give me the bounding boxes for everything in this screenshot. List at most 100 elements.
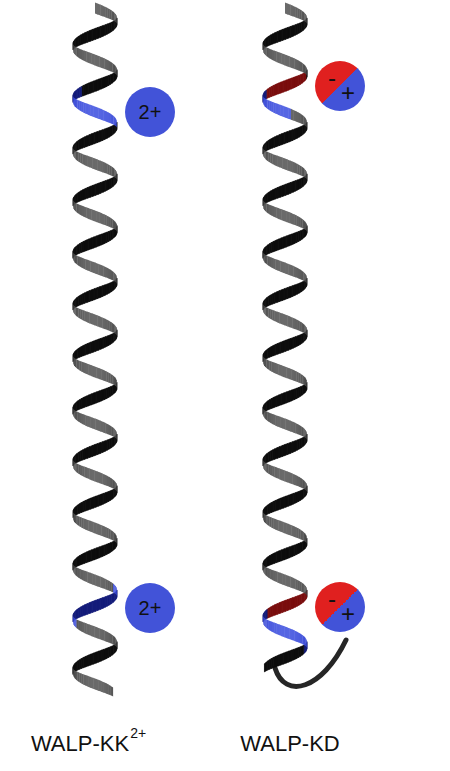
helix-ribbon-segment bbox=[92, 469, 95, 481]
helix-ribbon-segment bbox=[93, 678, 96, 690]
helix-ribbon-segment bbox=[110, 374, 112, 384]
helix-ribbon-segment bbox=[93, 262, 96, 274]
helix-ribbon-segment bbox=[111, 62, 113, 72]
helix-ribbon-segment bbox=[293, 162, 296, 174]
helix-ribbon-segment bbox=[106, 371, 109, 382]
helix-ribbon-segment bbox=[116, 121, 117, 129]
helix-ribbon-segment bbox=[84, 467, 87, 479]
helix-ribbon-segment bbox=[306, 68, 307, 76]
helix-ribbon-segment bbox=[304, 480, 305, 489]
helix-ribbon-segment bbox=[301, 10, 303, 20]
helix-ribbon-segment bbox=[286, 523, 289, 535]
helix-ribbon-segment bbox=[116, 327, 118, 335]
charge-superscript: 2+ bbox=[130, 726, 146, 740]
helix-ribbon-segment bbox=[109, 321, 111, 332]
helix-ribbon-segment bbox=[288, 576, 291, 588]
helix-ribbon-segment bbox=[303, 635, 305, 645]
helix-ribbon-segment bbox=[115, 326, 117, 335]
helix-ribbon-segment bbox=[290, 316, 293, 328]
helix-ribbon-segment bbox=[96, 107, 99, 119]
helix-ribbon-segment bbox=[300, 581, 302, 592]
helix-ribbon-segment bbox=[99, 368, 102, 380]
helix-ribbon-segment bbox=[112, 426, 114, 436]
helix-ribbon-segment bbox=[87, 572, 90, 584]
helix-ribbon-segment bbox=[113, 272, 115, 282]
helix-ribbon-segment bbox=[86, 207, 89, 219]
helix-ribbon-segment bbox=[284, 366, 287, 378]
charge-text: + bbox=[341, 602, 355, 626]
helix-ribbon-segment bbox=[94, 366, 97, 378]
helix-ribbon-segment bbox=[301, 166, 303, 176]
helix-ribbon-segment bbox=[300, 9, 302, 20]
helix-ribbon-segment bbox=[80, 205, 82, 216]
helix-ribbon-segment bbox=[85, 259, 88, 271]
helix-ribbon-segment bbox=[305, 326, 307, 335]
helix-ribbon-segment bbox=[116, 589, 117, 597]
helix-ribbon-segment bbox=[111, 218, 113, 228]
helix-ribbon-segment bbox=[292, 213, 295, 225]
helix-ribbon-segment bbox=[282, 157, 285, 169]
helix-ribbon-segment bbox=[303, 12, 305, 22]
helix-ribbon-segment bbox=[287, 55, 290, 67]
helix-ribbon-segment bbox=[86, 51, 89, 63]
helix-ribbon-segment bbox=[278, 364, 281, 376]
helix-ribbon-segment bbox=[108, 528, 110, 539]
helix-ribbon-segment bbox=[90, 261, 93, 273]
helix-ribbon-segment bbox=[113, 323, 115, 333]
helix-ribbon-segment bbox=[306, 121, 307, 129]
helix-ribbon-segment bbox=[107, 632, 109, 643]
helix-ribbon-segment bbox=[114, 636, 115, 645]
helix-ribbon-segment bbox=[299, 165, 301, 176]
helix-ribbon-segment bbox=[303, 272, 305, 282]
helix-ribbon-segment bbox=[102, 213, 105, 225]
helix-ribbon-segment bbox=[97, 55, 100, 67]
helix-ribbon-segment bbox=[302, 531, 304, 541]
helix-ribbon-segment bbox=[270, 49, 272, 60]
helix-ribbon-segment bbox=[294, 370, 297, 382]
helix-ribbon-segment bbox=[82, 310, 85, 321]
helix-ribbon-segment bbox=[306, 431, 308, 439]
helix-ribbon-segment bbox=[83, 570, 86, 581]
helix-ribbon-segment bbox=[300, 530, 302, 540]
helix-ribbon-segment bbox=[298, 372, 300, 383]
helix-ribbon-segment bbox=[305, 586, 307, 595]
helix-ribbon-segment bbox=[103, 422, 106, 434]
helix-ribbon-segment bbox=[80, 621, 82, 632]
helix-ribbon-segment bbox=[92, 157, 95, 169]
helix-ribbon-segment bbox=[270, 465, 272, 476]
helix-ribbon-segment bbox=[82, 466, 85, 477]
helix-ribbon-segment bbox=[100, 5, 103, 17]
helix-ribbon-segment bbox=[103, 6, 106, 18]
helix-ribbon-segment bbox=[279, 312, 282, 324]
helix-ribbon-segment bbox=[114, 325, 115, 334]
helix-ribbon-segment bbox=[81, 101, 84, 112]
helix-ribbon-segment bbox=[109, 633, 111, 644]
helix-ribbon-segment bbox=[296, 371, 299, 382]
helix-ribbon-segment bbox=[116, 483, 118, 491]
helix-ribbon-segment bbox=[306, 639, 308, 647]
helix-ribbon-segment bbox=[116, 17, 117, 25]
helix-ribbon-segment bbox=[94, 470, 97, 482]
helix-ribbon-segment bbox=[100, 160, 103, 172]
helix-ribbon-segment bbox=[290, 5, 293, 17]
helix-ribbon-segment bbox=[273, 570, 276, 581]
helix-ribbon-segment bbox=[305, 482, 307, 491]
helix-ribbon-segment bbox=[304, 532, 305, 542]
helix-ribbon-segment bbox=[116, 433, 117, 441]
helix-ribbon-segment bbox=[97, 159, 100, 171]
helix-ribbon-segment bbox=[108, 112, 110, 123]
helix-ribbon-segment bbox=[300, 113, 302, 124]
helix-ribbon-segment bbox=[89, 624, 92, 636]
helix-ribbon-segment bbox=[275, 259, 278, 271]
helix-ribbon-segment bbox=[91, 365, 94, 377]
helix-ribbon-segment bbox=[278, 520, 281, 532]
helix-ribbon-segment bbox=[115, 533, 116, 542]
helix-ribbon-segment bbox=[300, 374, 302, 384]
helix-ribbon-segment bbox=[98, 420, 101, 432]
helix-ribbon-segment bbox=[282, 313, 285, 325]
peptide-name: WALP-KK bbox=[31, 733, 129, 755]
helix-ribbon-segment bbox=[305, 430, 307, 439]
helix-ribbon-segment bbox=[288, 108, 291, 120]
helix-ribbon-segment bbox=[75, 90, 76, 99]
helix-ribbon-segment bbox=[289, 56, 292, 68]
